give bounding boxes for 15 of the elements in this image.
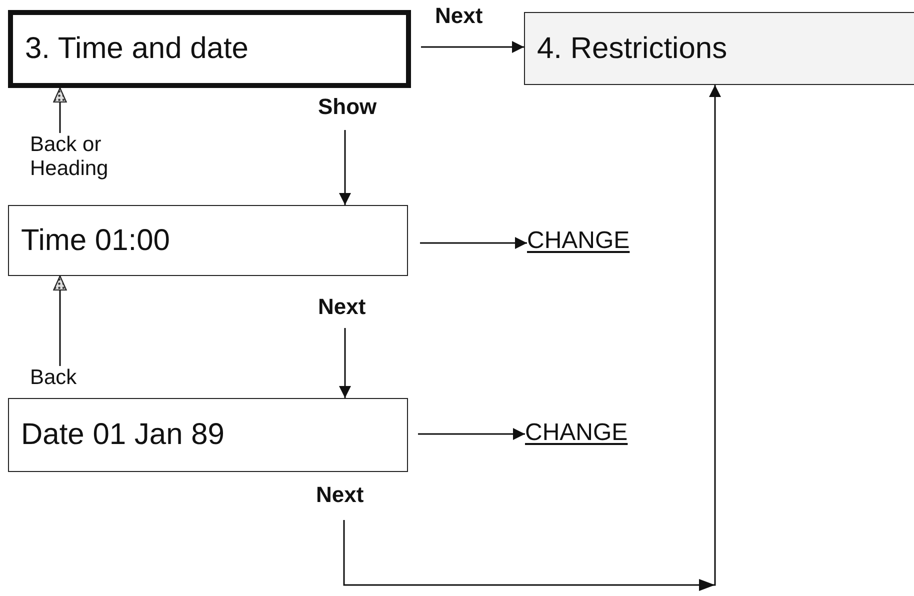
process-box: 4. Restrictions <box>524 12 914 85</box>
back-arrow <box>53 275 67 366</box>
process-box: Time 01:00 <box>8 205 408 276</box>
arrow <box>339 328 351 398</box>
back-arrow <box>53 87 67 133</box>
note-text: Back or Heading <box>30 133 140 195</box>
note-text: Back <box>30 366 90 394</box>
arrow <box>420 237 527 249</box>
arrow <box>339 130 351 205</box>
process-box: Date 01 Jan 89 <box>8 398 408 472</box>
action-text: CHANGE <box>525 419 650 451</box>
arrow <box>418 428 525 440</box>
process-box: 3. Time and date <box>8 10 411 88</box>
arrow <box>421 41 524 53</box>
action-text: CHANGE <box>527 227 652 259</box>
